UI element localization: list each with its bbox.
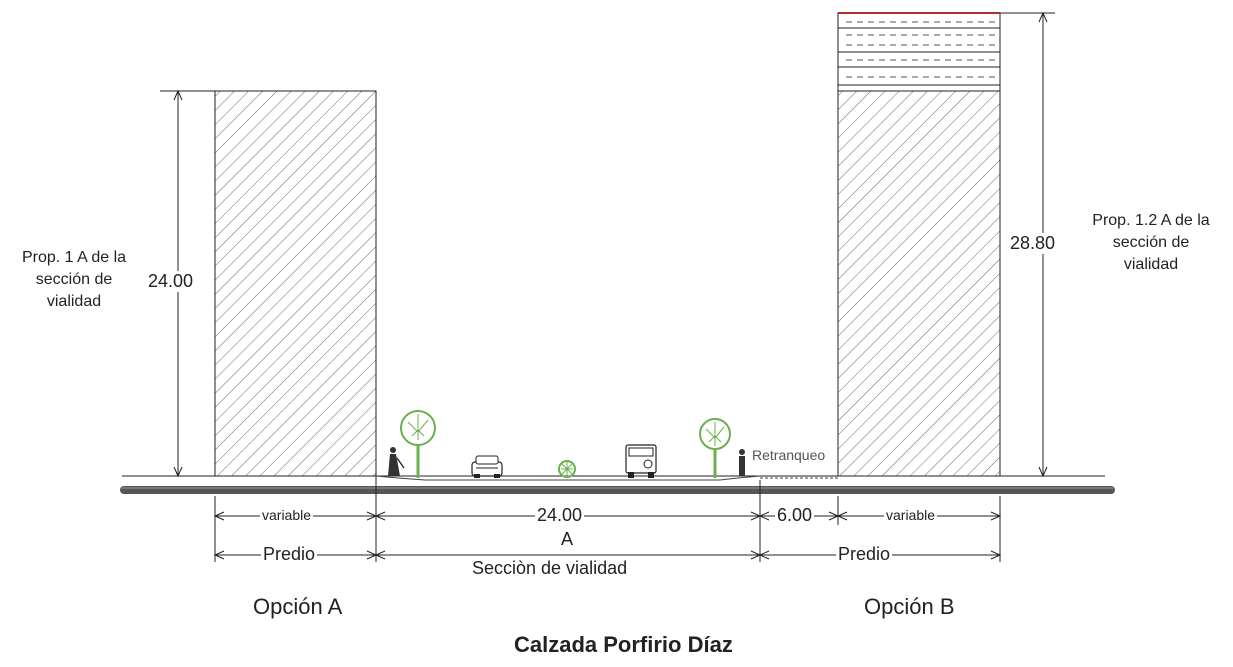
note-b-line-1: Prop. 1.2 A de la [1092,212,1210,229]
dim-predio-right: Predio [836,544,893,565]
shrub-icon [558,460,576,478]
dimension-row-1 [213,511,1002,521]
note-a-line-3: vialidad [46,293,102,310]
extension-lines [214,476,1001,562]
dim-road-label: Secciòn de vialidad [470,558,630,579]
building-option-a [214,90,377,477]
note-a-line-2: sección de [35,271,113,288]
pedestrian-icon [388,447,405,476]
road-slab [120,486,1115,494]
person-icon [739,449,745,476]
note-a-line-1: Prop. 1 A de la [21,249,127,266]
road-profile [375,475,761,481]
dim-variable-left: variable [260,507,314,523]
proportion-note-b: Prop. 1.2 A de la sección de vialidad [1070,210,1232,276]
ground [120,475,1115,494]
caption-option-a: Opción A [253,594,343,619]
car-icon [471,455,503,478]
tree-icon [699,418,731,478]
drawing-title: Calzada Porfirio Díaz [514,632,733,657]
note-b-line-3: vialidad [1123,256,1179,273]
setback-label: Retranqueo [750,447,828,463]
suv-icon [625,444,657,478]
height-label-a: 24.00 [146,271,196,292]
note-b-line-2: sección de [1112,234,1190,251]
caption-option-b: Opción B [864,594,955,619]
building-option-b [837,12,1001,477]
dim-predio-left: Predio [261,544,318,565]
dim-road-letter: A [559,529,576,550]
dim-setback-width: 6.00 [775,505,815,526]
height-label-b: 28.80 [1008,233,1058,254]
dim-road-width: 24.00 [535,505,585,526]
proportion-note-a: Prop. 1 A de la sección de vialidad [4,247,144,313]
tree-icon [400,410,436,478]
dim-variable-right: variable [884,507,938,523]
